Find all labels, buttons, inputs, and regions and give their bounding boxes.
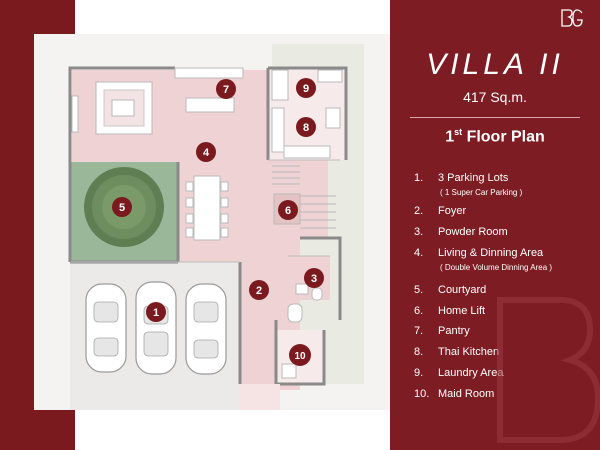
marker-label-9: 9	[303, 83, 309, 95]
maroon-bottom-band	[0, 410, 75, 450]
room-marker-3: 3	[304, 268, 324, 288]
legend-item: 9.Laundry Area	[414, 367, 504, 379]
room-marker-4: 4	[196, 142, 216, 162]
marker-label-3: 3	[311, 273, 317, 285]
marker-label-8: 8	[303, 122, 309, 134]
dining-chairs	[185, 181, 229, 238]
marker-label-1: 1	[153, 307, 159, 319]
room-marker-5: 5	[112, 197, 132, 217]
room-marker-10: 10	[289, 344, 311, 366]
room-legend: 1.3 Parking Lots( 1 Super Car Parking ) …	[414, 172, 600, 408]
marker-label-4: 4	[203, 147, 210, 159]
title-divider	[410, 117, 580, 118]
legend-item: 2.Foyer	[414, 205, 467, 217]
floor-number: 1	[445, 128, 455, 146]
room-marker-1: 1	[146, 302, 166, 322]
room-marker-9: 9	[296, 78, 316, 98]
floor-label: Floor Plan	[466, 128, 545, 146]
marker-label-7: 7	[223, 84, 229, 96]
brand-watermark-icon	[497, 297, 600, 443]
legend-item: 5.Courtyard	[414, 284, 487, 296]
marker-label-5: 5	[119, 202, 125, 214]
room-marker-8: 8	[296, 117, 316, 137]
legend-item: 4.Living & Dinning Area( Double Volume D…	[414, 247, 553, 272]
staircase	[272, 165, 336, 229]
room-marker-2: 2	[249, 280, 269, 300]
maroon-left-band	[0, 0, 34, 450]
marker-label-2: 2	[256, 285, 262, 297]
dining-table	[193, 175, 221, 241]
car-1	[85, 283, 127, 373]
legend-item: 3.Powder Room	[414, 226, 508, 238]
entry-path	[240, 384, 280, 410]
legend-item: 8.Thai Kitchen	[414, 346, 500, 358]
tv-console	[71, 95, 79, 133]
car-3	[185, 283, 227, 375]
car-2-super-car	[135, 281, 177, 375]
project-title: VILLA II	[426, 48, 564, 81]
legend-item: 1.3 Parking Lots( 1 Super Car Parking )	[414, 172, 523, 197]
info-panel: VILLA II 417 Sq.m. 1st Floor Plan 1.3 Pa…	[390, 0, 600, 450]
maroon-top-band	[0, 0, 75, 34]
legend-item: 10.Maid Room	[414, 388, 495, 400]
project-area: 417 Sq.m.	[463, 89, 527, 105]
marker-label-6: 6	[285, 205, 291, 217]
floor-heading: 1st Floor Plan	[390, 127, 600, 146]
coffee-table	[111, 99, 135, 117]
floor-ordinal: st	[454, 127, 463, 137]
floor-plan: 1 2 3 4 5 6 7 8 9 10	[34, 34, 390, 410]
legend-item: 6.Home Lift	[414, 305, 486, 317]
room-marker-7: 7	[216, 79, 236, 99]
room-marker-6: 6	[278, 200, 298, 220]
marker-label-10: 10	[294, 351, 306, 362]
kitchen-island	[185, 97, 235, 113]
pantry-counter	[174, 67, 244, 79]
legend-item: 7.Pantry	[414, 325, 470, 337]
brand-logo-icon	[561, 9, 583, 27]
